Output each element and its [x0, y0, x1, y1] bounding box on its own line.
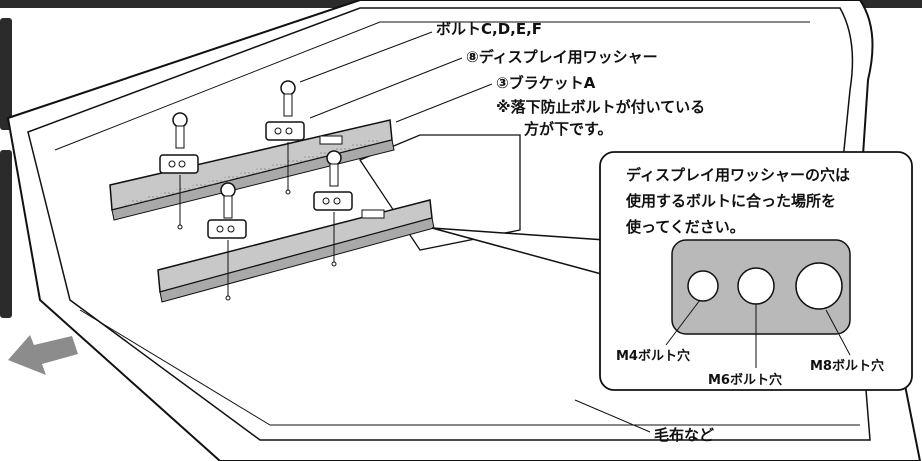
label-bracket: ③ブラケットA: [496, 74, 596, 92]
display-bevel-lower: [79, 309, 860, 426]
callout-line-1: ディスプレイ用ワッシャーの穴は: [626, 166, 850, 184]
bolt-2: [280, 80, 296, 195]
washer-2: [265, 121, 305, 141]
leader-washer: [309, 57, 463, 119]
left-tab-lower: [0, 150, 12, 318]
display-bevel: [54, 21, 810, 151]
hole-m4-label: M4ボルト穴: [616, 348, 690, 364]
hole-m4-icon: [687, 270, 719, 302]
spring-upper: [319, 135, 343, 145]
callout-line-3: 使ってください。: [625, 218, 745, 236]
bracket-upper: [109, 119, 395, 221]
leader-bracket: [395, 83, 493, 123]
label-bolts: ボルトC,D,E,F: [436, 20, 542, 38]
callout-line-2: 使用するボルトに合った場所を: [625, 192, 836, 210]
leader-bolts: [299, 31, 433, 83]
leader-blanket: [574, 399, 651, 433]
label-blanket: 毛布など: [654, 426, 714, 444]
leader-m4: [665, 299, 701, 346]
washer-hole-callout: ディスプレイ用ワッシャーの穴は 使用するボルトに合った場所を 使ってください。 …: [599, 151, 913, 391]
direction-arrow: [8, 335, 78, 375]
left-tab-upper: [0, 18, 12, 130]
hole-m8-icon: [795, 262, 843, 310]
hole-m8-label: M8ボルト穴: [810, 358, 884, 374]
bolt-3: [220, 182, 236, 301]
bolt-1: [172, 112, 188, 230]
washer-3: [207, 219, 247, 239]
washer-4: [313, 191, 353, 211]
spring-lower: [361, 209, 385, 219]
leader-m8: [825, 309, 851, 356]
label-note-1: ※落下防止ボルトが付いている: [496, 98, 705, 116]
washer-1: [159, 154, 199, 174]
hole-m6-icon: [737, 267, 775, 305]
hole-m6-label: M6ボルト穴: [708, 372, 782, 388]
label-washer: ⑧ディスプレイ用ワッシャー: [466, 48, 658, 66]
bolt-4: [326, 150, 342, 267]
label-note-2: 方が下です。: [524, 120, 613, 138]
